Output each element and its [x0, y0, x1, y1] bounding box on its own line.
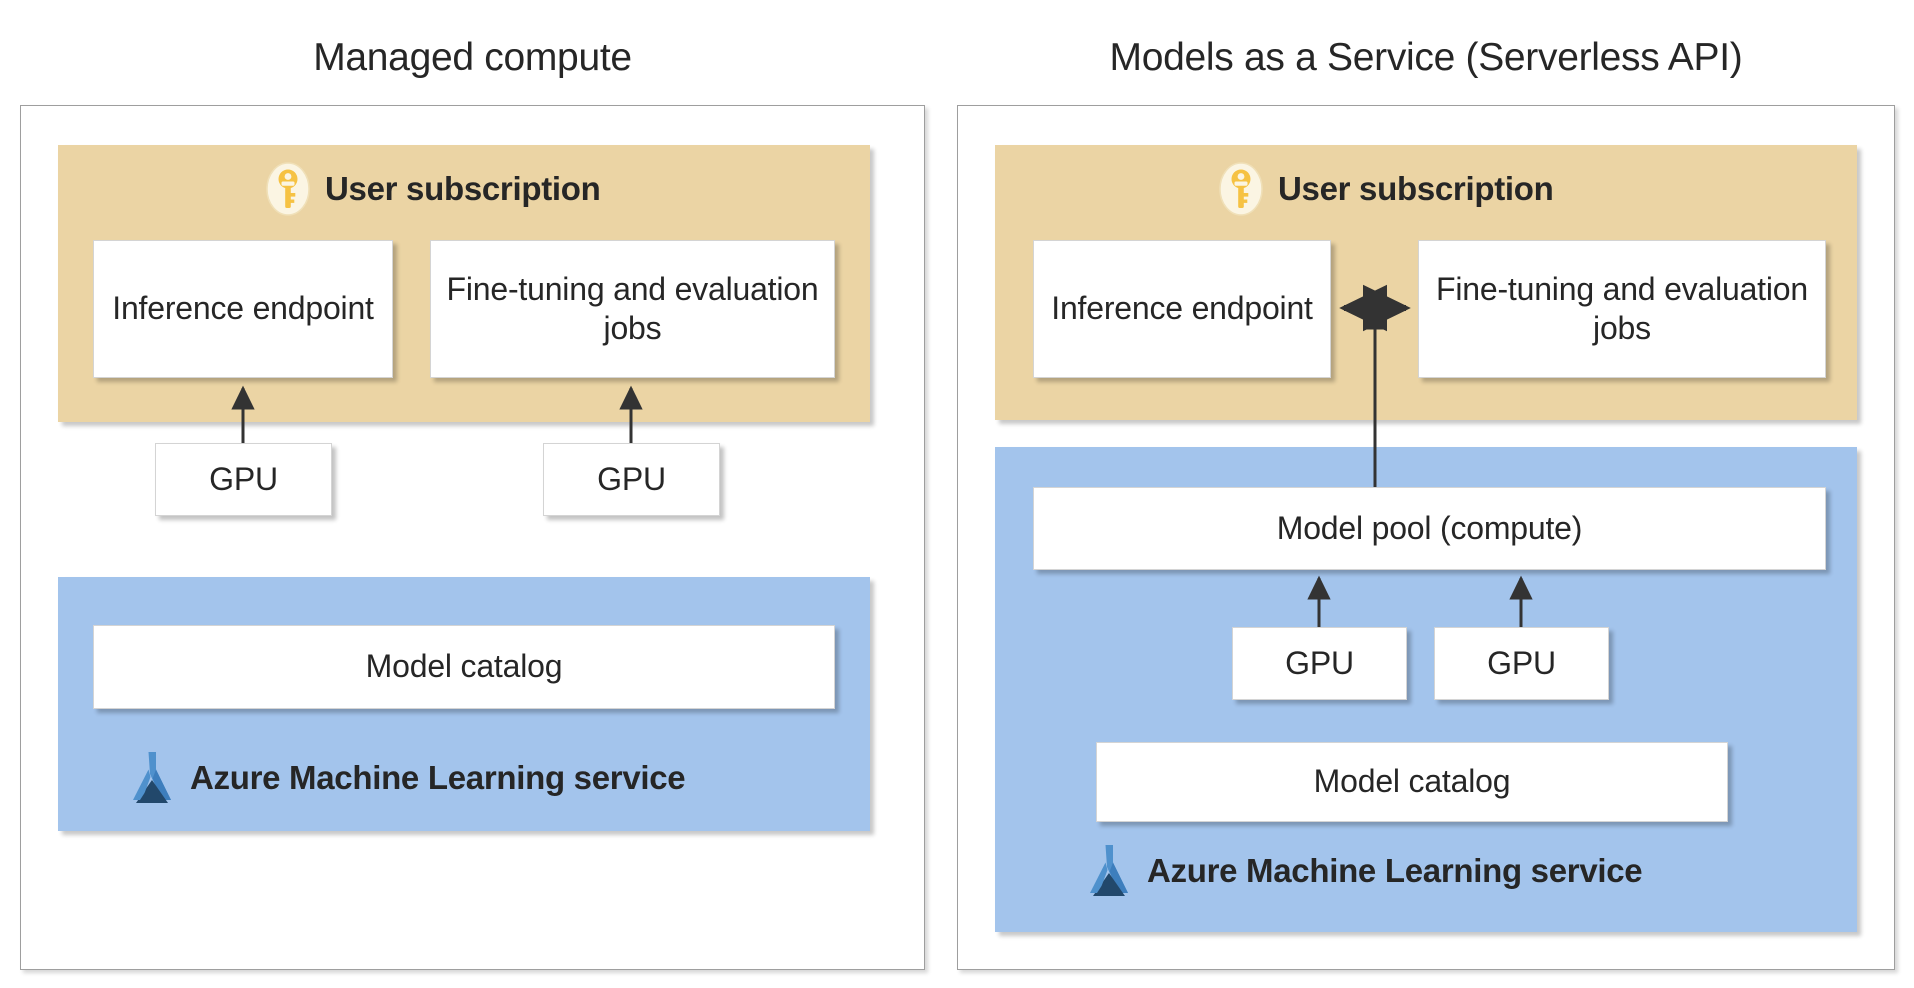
node-gpu-left-2[interactable]: GPU	[543, 443, 720, 516]
node-gpu-right-1[interactable]: GPU	[1232, 627, 1407, 700]
zone-header-user-subscription-right: User subscription	[1218, 160, 1554, 218]
key-icon	[1219, 162, 1263, 216]
node-gpu-right-2[interactable]: GPU	[1434, 627, 1609, 700]
node-inference-endpoint-left[interactable]: Inference endpoint	[93, 240, 393, 378]
node-finetuning-evaluation-jobs-left[interactable]: Fine-tuning and evaluation jobs	[430, 240, 835, 378]
zone-header-azure-ml-left: Azure Machine Learning service	[128, 750, 686, 806]
node-finetuning-evaluation-jobs-right[interactable]: Fine-tuning and evaluation jobs	[1418, 240, 1826, 378]
node-model-catalog-right[interactable]: Model catalog	[1096, 742, 1728, 822]
node-model-catalog-left[interactable]: Model catalog	[93, 625, 835, 709]
zone-label-azure-ml-right: Azure Machine Learning service	[1147, 852, 1643, 889]
zone-label-user-subscription-right: User subscription	[1278, 170, 1554, 207]
azure-ml-flask-icon	[133, 752, 171, 803]
zone-header-user-subscription-left: User subscription	[265, 160, 601, 218]
key-icon	[266, 162, 310, 216]
node-inference-endpoint-right[interactable]: Inference endpoint	[1033, 240, 1331, 378]
panel-title-models-as-a-service: Models as a Service (Serverless API)	[1109, 36, 1743, 79]
azure-ml-flask-icon	[1090, 845, 1128, 896]
zone-header-azure-ml-right: Azure Machine Learning service	[1085, 843, 1643, 899]
zone-label-user-subscription-left: User subscription	[325, 170, 601, 207]
node-gpu-left-1[interactable]: GPU	[155, 443, 332, 516]
panel-title-managed-compute: Managed compute	[313, 36, 632, 79]
zone-label-azure-ml-left: Azure Machine Learning service	[190, 759, 686, 796]
node-model-pool-compute-right[interactable]: Model pool (compute)	[1033, 487, 1826, 570]
